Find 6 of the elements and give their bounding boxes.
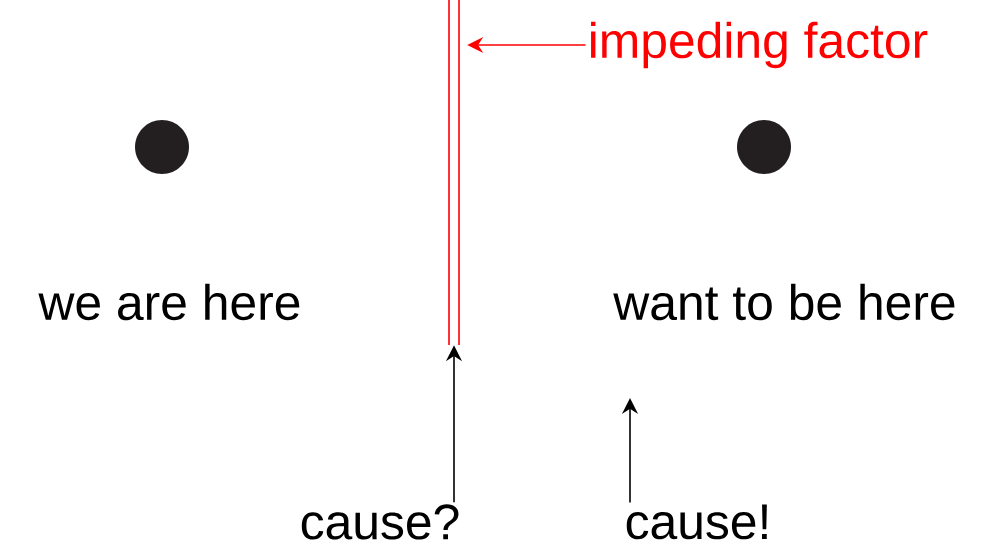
barrier-lines <box>448 0 460 346</box>
caption-text: want to be here <box>613 283 955 321</box>
label-text: cause? <box>301 504 459 540</box>
label-text: impeding factor <box>591 21 928 69</box>
caption-text: we are here <box>38 283 300 321</box>
label-text: cause! <box>626 504 767 540</box>
